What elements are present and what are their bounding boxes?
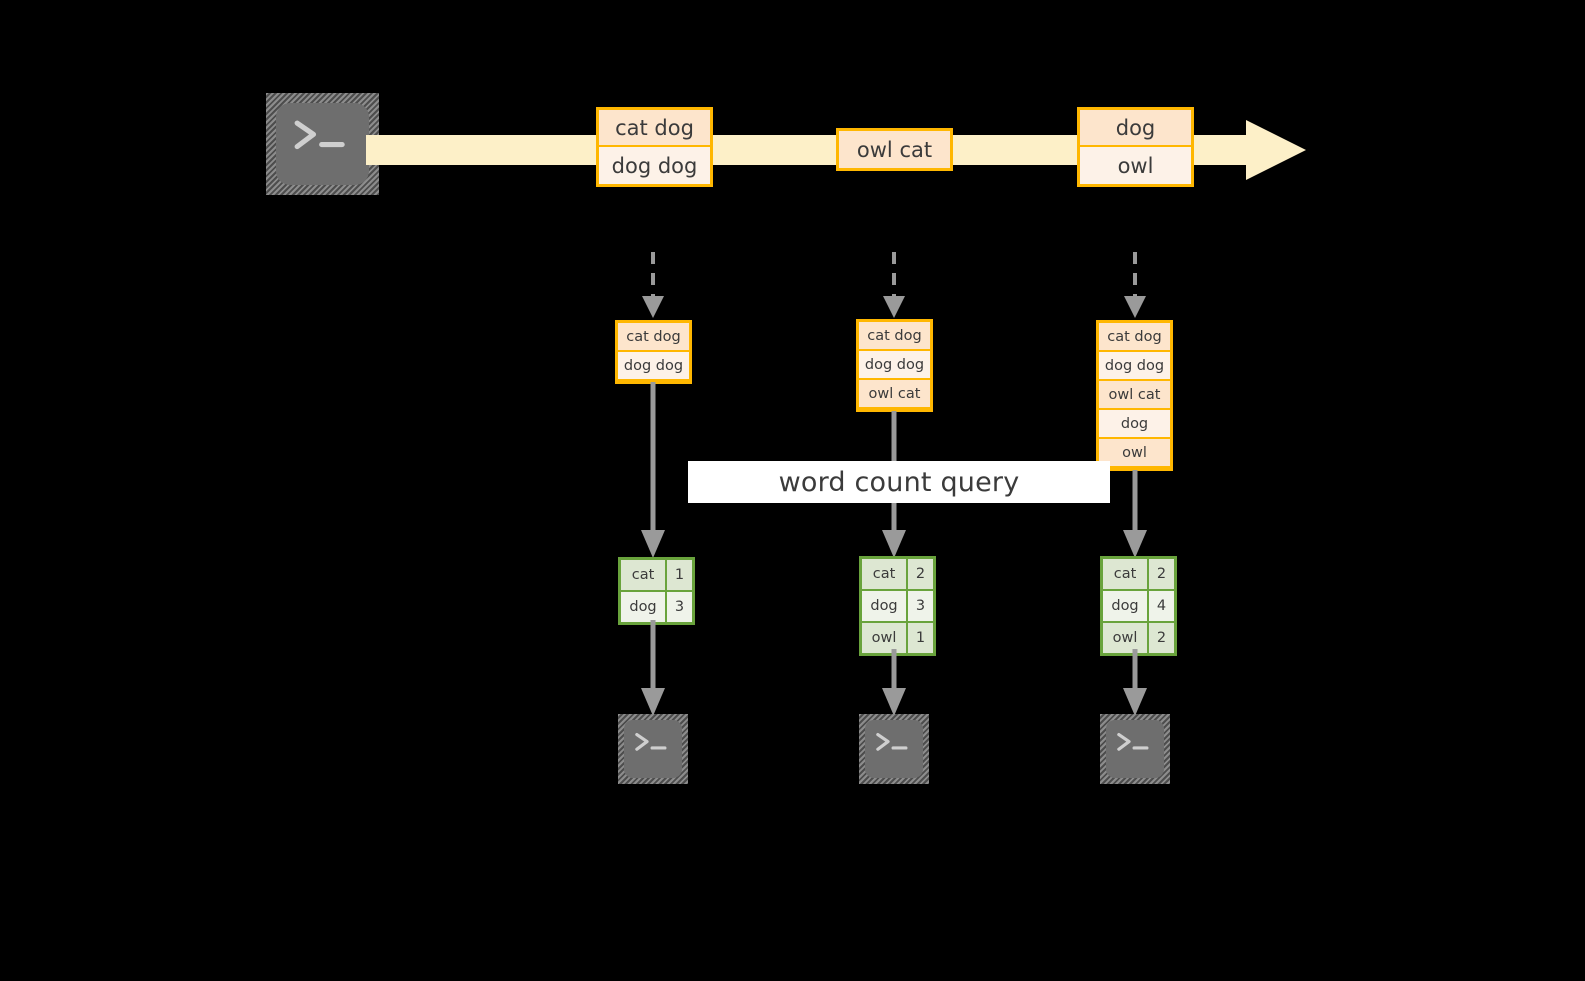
- result-word: cat: [1103, 559, 1149, 589]
- stream-event-line: owl cat: [839, 131, 950, 168]
- table-row: cat 1: [621, 560, 692, 592]
- sink-terminal-icon-3: [1100, 714, 1170, 784]
- terminal-prompt-glyph: [1115, 732, 1153, 764]
- result-count: 2: [1149, 623, 1174, 653]
- result-word: dog: [621, 592, 667, 622]
- dashed-down-arrow-icon-1: [638, 250, 668, 322]
- result-count: 3: [667, 592, 692, 622]
- terminal-screen: [276, 103, 369, 185]
- dashed-down-arrow-icon-3: [1120, 250, 1150, 322]
- down-arrow-icon-query-1: [639, 382, 667, 560]
- terminal-screen: [865, 720, 923, 778]
- snapshot-line: owl cat: [859, 380, 930, 409]
- terminal-prompt-glyph: [291, 119, 352, 165]
- terminal-screen: [1106, 720, 1164, 778]
- table-row: owl 1: [862, 623, 933, 653]
- stream-event-line: cat dog: [599, 110, 710, 147]
- snapshot-2: cat dog dog dog owl cat: [856, 319, 933, 412]
- down-arrow-icon-query-3: [1121, 470, 1149, 560]
- result-word: owl: [1103, 623, 1149, 653]
- result-count: 4: [1149, 591, 1174, 621]
- down-arrow-icon-sink-2: [880, 649, 908, 718]
- result-word: cat: [621, 560, 667, 590]
- snapshot-1: cat dog dog dog: [615, 320, 692, 384]
- stream-event-2: owl cat: [836, 128, 953, 171]
- table-row: dog 3: [862, 591, 933, 623]
- result-count: 1: [908, 623, 933, 653]
- result-count: 1: [667, 560, 692, 590]
- result-table-3: cat 2 dog 4 owl 2: [1100, 556, 1177, 656]
- table-row: owl 2: [1103, 623, 1174, 653]
- stream-event-line: owl: [1080, 147, 1191, 184]
- table-row: cat 2: [1103, 559, 1174, 591]
- stream-event-line: dog dog: [599, 147, 710, 184]
- sink-terminal-icon-2: [859, 714, 929, 784]
- result-count: 2: [1149, 559, 1174, 589]
- snapshot-line: dog dog: [1099, 352, 1170, 381]
- result-word: cat: [862, 559, 908, 589]
- result-count: 3: [908, 591, 933, 621]
- terminal-screen: [624, 720, 682, 778]
- snapshot-line: dog: [1099, 410, 1170, 439]
- snapshot-line: cat dog: [1099, 323, 1170, 352]
- table-row: cat 2: [862, 559, 933, 591]
- table-row: dog 4: [1103, 591, 1174, 623]
- stream-event-1: cat dog dog dog: [596, 107, 713, 187]
- result-count: 2: [908, 559, 933, 589]
- query-label-banner: word count query: [688, 461, 1110, 503]
- result-table-1: cat 1 dog 3: [618, 557, 695, 625]
- snapshot-line: cat dog: [618, 323, 689, 352]
- source-terminal-icon: [266, 93, 379, 195]
- result-word: owl: [862, 623, 908, 653]
- down-arrow-icon-sink-3: [1121, 649, 1149, 718]
- snapshot-line: dog dog: [859, 351, 930, 380]
- result-word: dog: [1103, 591, 1149, 621]
- result-word: dog: [862, 591, 908, 621]
- snapshot-line: cat dog: [859, 322, 930, 351]
- snapshot-line: owl cat: [1099, 381, 1170, 410]
- down-arrow-icon-sink-1: [639, 620, 667, 718]
- table-row: dog 3: [621, 592, 692, 622]
- query-label-text: word count query: [778, 466, 1020, 498]
- snapshot-line: owl: [1099, 439, 1170, 468]
- stream-event-line: dog: [1080, 110, 1191, 147]
- sink-terminal-icon-1: [618, 714, 688, 784]
- terminal-prompt-glyph: [874, 732, 912, 764]
- snapshot-3: cat dog dog dog owl cat dog owl: [1096, 320, 1173, 471]
- dashed-down-arrow-icon-2: [879, 250, 909, 322]
- snapshot-line: dog dog: [618, 352, 689, 381]
- result-table-2: cat 2 dog 3 owl 1: [859, 556, 936, 656]
- terminal-prompt-glyph: [633, 732, 671, 764]
- stream-event-3: dog owl: [1077, 107, 1194, 187]
